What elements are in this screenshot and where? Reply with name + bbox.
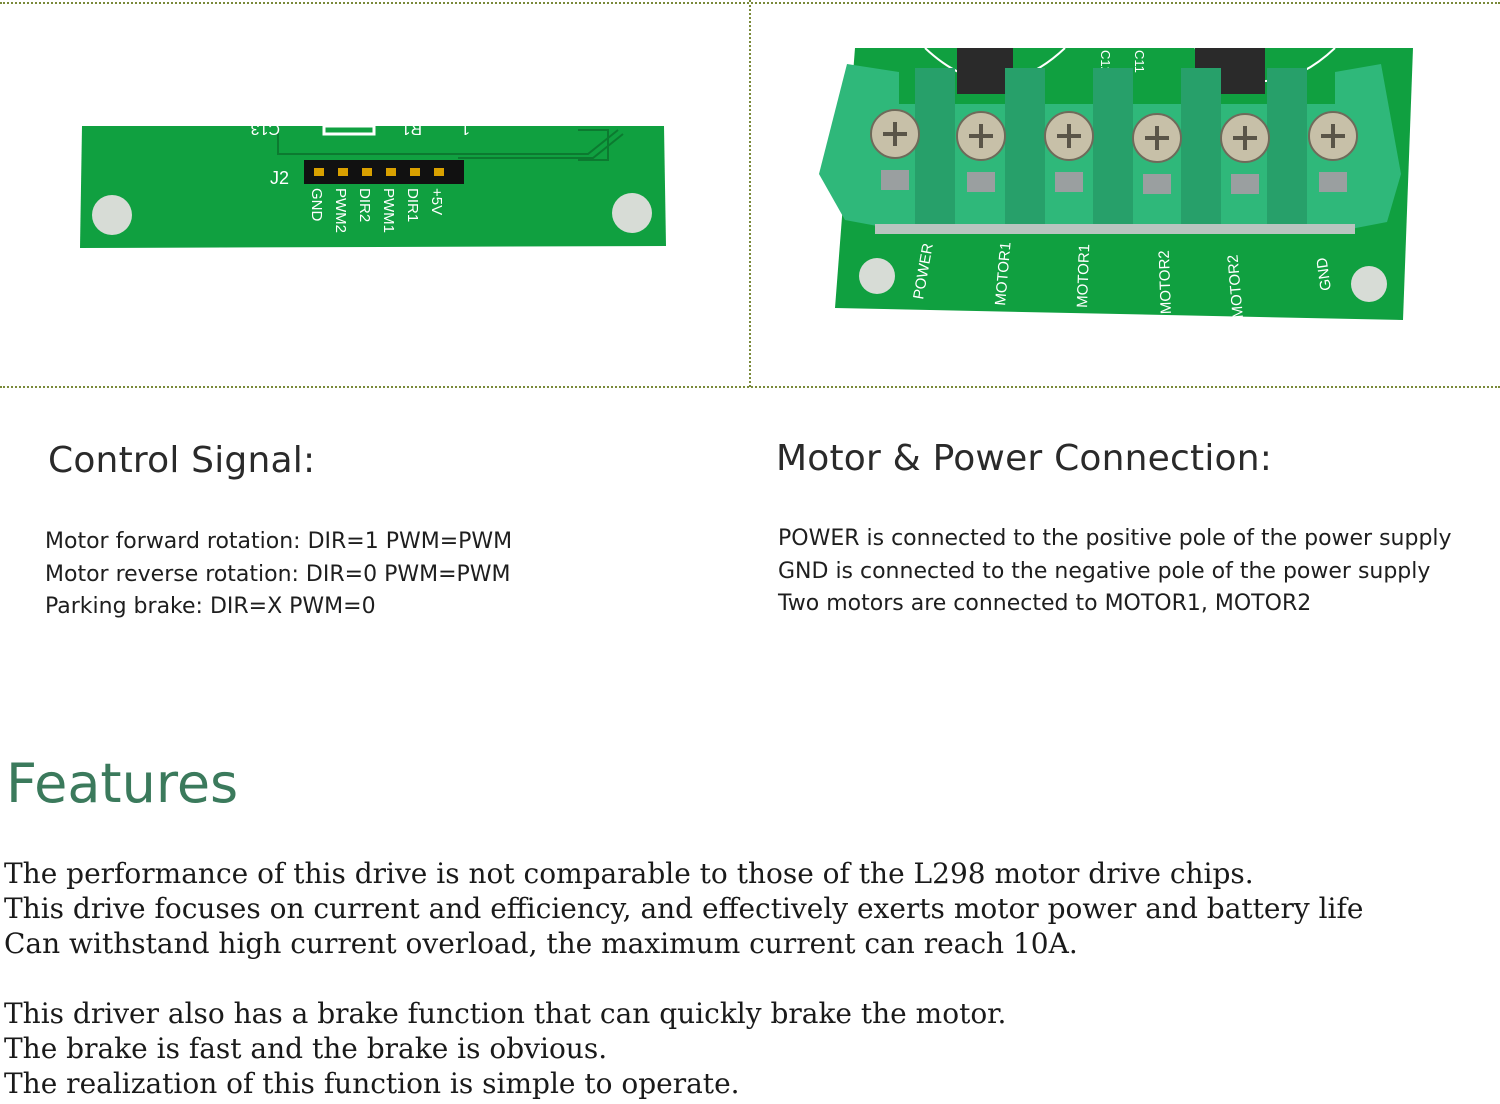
features-line-4: This driver also has a brake function th… <box>4 997 1007 1030</box>
silk-c11: C11 <box>1132 50 1147 73</box>
terminal-motor1-a: MOTOR1 <box>992 241 1015 306</box>
features-line-6: The realization of this function is simp… <box>4 1067 740 1100</box>
pin-pwm2: PWM2 <box>332 188 349 233</box>
pin-gnd: GND <box>308 188 325 222</box>
power-line-negative: GND is connected to the negative pole of… <box>778 558 1431 584</box>
pin-pwm1: PWM1 <box>380 188 397 233</box>
silk-r1: R1 <box>401 120 422 137</box>
silk-c12: C12 <box>1098 50 1113 74</box>
motor-power-heading: Motor & Power Connection: <box>776 438 1273 479</box>
pin-dir2: DIR2 <box>356 188 373 222</box>
power-line-motors: Two motors are connected to MOTOR1, MOTO… <box>778 591 1312 616</box>
control-board-photo: C13 R1 1 J2 GND PWM2 DIR2 PWM1 DIR1 +5V <box>78 120 668 250</box>
j2-label: J2 <box>270 168 289 188</box>
control-line-brake: Parking brake: DIR=X PWM=0 <box>45 594 376 619</box>
silk-c13: C13 <box>251 120 280 137</box>
terminal-motor2-a: MOTOR2 <box>1156 250 1175 314</box>
features-body: The performance of this drive is not com… <box>4 856 1363 1101</box>
control-line-forward: Motor forward rotation: DIR=1 PWM=PWM <box>45 529 513 554</box>
features-line-1: The performance of this drive is not com… <box>4 857 1254 890</box>
pin-5v: +5V <box>428 188 445 215</box>
photo-bottom-dotted-border <box>0 386 1500 388</box>
control-signal-list: Motor forward rotation: DIR=1 PWM=PWM Mo… <box>45 526 512 624</box>
features-title: Features <box>6 752 239 815</box>
features-line-2: This drive focuses on current and effici… <box>4 892 1364 925</box>
power-board-photo: C12 C11 <box>815 44 1415 324</box>
motor-power-list: POWER is connected to the positive pole … <box>778 523 1452 621</box>
terminal-gnd: GND <box>1313 256 1334 292</box>
control-line-reverse: Motor reverse rotation: DIR=0 PWM=PWM <box>45 561 511 587</box>
features-line-3: Can withstand high current overload, the… <box>4 927 1078 960</box>
terminal-motor2-b: MOTOR2 <box>1224 254 1247 319</box>
power-line-positive: POWER is connected to the positive pole … <box>778 526 1452 551</box>
photo-divider-dotted-border <box>749 0 751 387</box>
silk-1: 1 <box>461 120 470 137</box>
features-line-5: The brake is fast and the brake is obvio… <box>4 1032 608 1065</box>
control-signal-heading: Control Signal: <box>48 440 316 481</box>
pin-dir1: DIR1 <box>404 188 421 222</box>
terminal-motor1-b: MOTOR1 <box>1074 244 1093 308</box>
